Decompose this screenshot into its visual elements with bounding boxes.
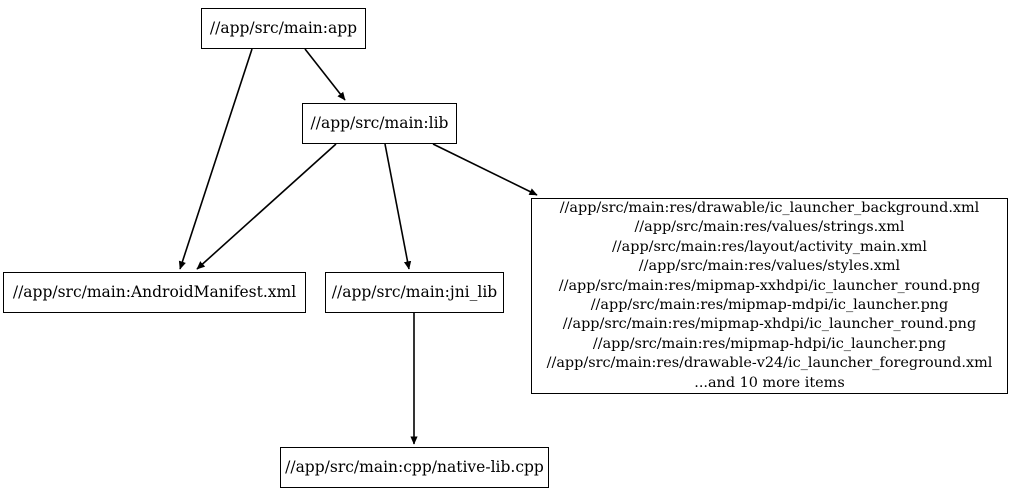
node-resources-label: //app/src/main:res/drawable/ic_launcher_…: [546, 199, 993, 391]
edge-lib-to-jni-lib: [384, 143, 412, 270]
node-jni-lib-label: //app/src/main:jni_lib: [331, 282, 498, 301]
node-app[interactable]: //app/src/main:app: [201, 8, 366, 49]
edge-lib-to-resources: [432, 143, 538, 196]
node-lib-label: //app/src/main:lib: [310, 113, 449, 132]
node-native-lib-cpp[interactable]: //app/src/main:cpp/native-lib.cpp: [280, 447, 549, 488]
node-resources[interactable]: //app/src/main:res/drawable/ic_launcher_…: [531, 198, 1008, 394]
node-lib[interactable]: //app/src/main:lib: [302, 103, 457, 144]
node-android-manifest-label: //app/src/main:AndroidManifest.xml: [12, 282, 297, 301]
node-android-manifest[interactable]: //app/src/main:AndroidManifest.xml: [3, 272, 306, 313]
edge-lib-to-manifest: [196, 143, 337, 270]
edge-app-to-manifest: [178, 48, 253, 270]
node-jni-lib[interactable]: //app/src/main:jni_lib: [325, 272, 504, 313]
edge-app-to-lib: [304, 48, 346, 101]
node-app-label: //app/src/main:app: [209, 18, 358, 37]
node-native-lib-cpp-label: //app/src/main:cpp/native-lib.cpp: [285, 457, 544, 476]
